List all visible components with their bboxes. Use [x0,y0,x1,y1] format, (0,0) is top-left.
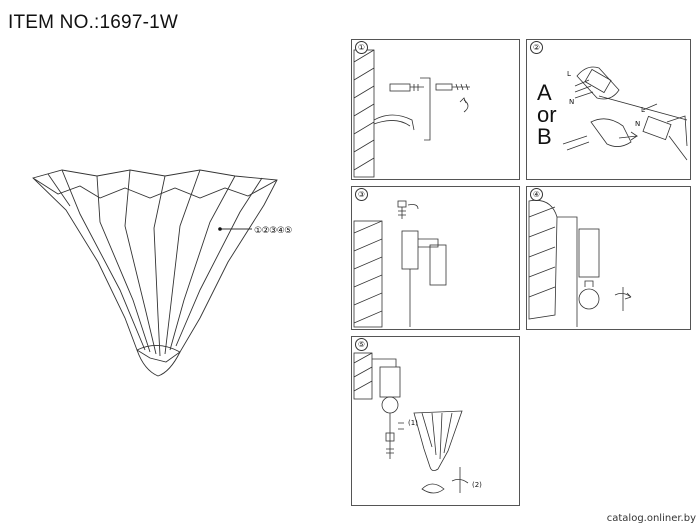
step-5-illustration [353,352,469,494]
wire-label-l-a: L [567,70,571,78]
step-5-panel: ⑤ (1) (2) [351,336,520,506]
step-3-number: ③ [355,188,368,201]
sub-step-2-label: (2) [472,481,482,489]
wire-label-n-b: N [635,120,641,128]
wire-label-l-b: L [641,106,645,114]
step-3-panel: ③ [351,186,520,330]
or-label: or [537,102,557,127]
step-2-illustration [562,66,688,161]
step-3-illustration [353,200,447,328]
step-5-number: ⑤ [355,338,368,351]
step-1-illustration [353,49,470,178]
step-1-panel: ① [351,39,520,180]
step-4-panel: ④ [526,186,691,330]
step-4-number: ④ [530,188,543,201]
sub-step-1-label: (1) [408,419,418,427]
wire-label-n-a: N [569,98,575,106]
step-4-illustration [528,199,632,327]
step-2-number: ② [530,41,543,54]
item-number-title: ITEM NO.:1697-1W [8,12,179,33]
step-2-panel: ② A or B L N L N [526,39,691,180]
watermark-text: catalog.onliner.by [606,513,696,524]
parts-reference-label: ①②③④⑤ [254,226,292,236]
step-1-number: ① [355,41,368,54]
option-b-label: B [537,124,552,149]
option-a-label: A [537,80,552,105]
